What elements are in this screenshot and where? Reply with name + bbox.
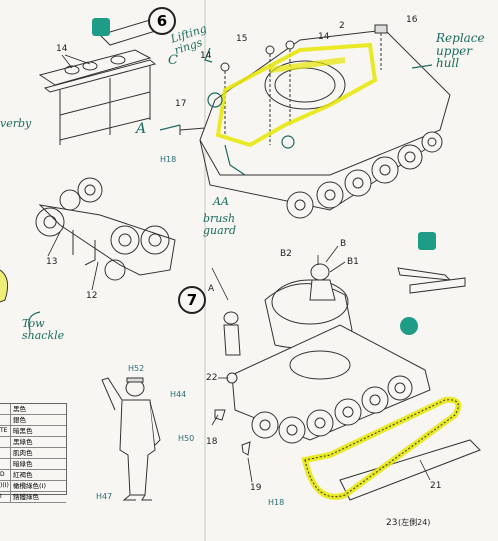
tank-with-turret-drawing <box>214 263 481 501</box>
paint-h44: H44 <box>170 390 187 399</box>
upper-hull-highlight <box>215 42 378 148</box>
soldier-figure-drawing <box>101 377 161 501</box>
paint-h18-step6: H18 <box>160 155 177 164</box>
part-19: 19 <box>250 483 262 493</box>
part-23-note: (左側24) <box>398 518 431 527</box>
paint-h18-step7: H18 <box>268 498 285 507</box>
legend-row: 暗綠色 <box>0 459 66 470</box>
marker-aa: AA <box>213 195 229 208</box>
marker-hook: C <box>168 53 178 68</box>
step-7-number: 7 <box>178 286 206 314</box>
part-13: 13 <box>46 257 58 267</box>
part-22: 22 <box>206 373 218 383</box>
paint-h52: H52 <box>128 364 145 373</box>
green-logo-icon <box>92 18 110 36</box>
part-15: 15 <box>236 34 248 44</box>
roadwheel-assembly-drawing <box>35 177 176 281</box>
part-b1: B1 <box>347 257 359 267</box>
clamp-icon <box>418 232 436 250</box>
part-a: A <box>208 284 215 294</box>
part-23: 23 <box>386 518 398 528</box>
note-overby-fragment: verby <box>0 117 32 130</box>
part-14-top: 14 <box>200 51 212 61</box>
paint-h47: H47 <box>96 492 113 501</box>
part-14-left: 14 <box>56 44 68 54</box>
part-14-right: 14 <box>318 32 330 42</box>
part-2: 2 <box>339 21 345 31</box>
part-b2: B2 <box>280 249 292 259</box>
legend-row: )(I)橄欖綠色(I) <box>0 481 66 492</box>
legend-row: 黑綠色 <box>0 437 66 448</box>
note-tow-shackle: Tow shackle <box>22 317 65 342</box>
marker-a: A <box>136 121 147 137</box>
part-16: 16 <box>406 15 418 25</box>
legend-row: 肌肉色 <box>0 448 66 459</box>
note-replace-upper-hull: Replace upper hull <box>436 31 485 71</box>
target-icon <box>400 317 418 335</box>
part-b: B <box>340 239 347 249</box>
part-21: 21 <box>430 481 442 491</box>
note-brush-guard: brush guard <box>203 212 236 237</box>
part-18: 18 <box>206 437 218 447</box>
legend-row: 銀色 <box>0 415 66 426</box>
step-6-number: 6 <box>148 7 176 35</box>
suspension-rail-drawing <box>38 19 176 145</box>
part-17: 17 <box>175 99 187 109</box>
part-12: 12 <box>86 291 98 301</box>
legend-row: 黑色 <box>0 404 66 415</box>
paint-h50: H50 <box>178 434 195 443</box>
pen-annotations-step6 <box>159 47 433 176</box>
